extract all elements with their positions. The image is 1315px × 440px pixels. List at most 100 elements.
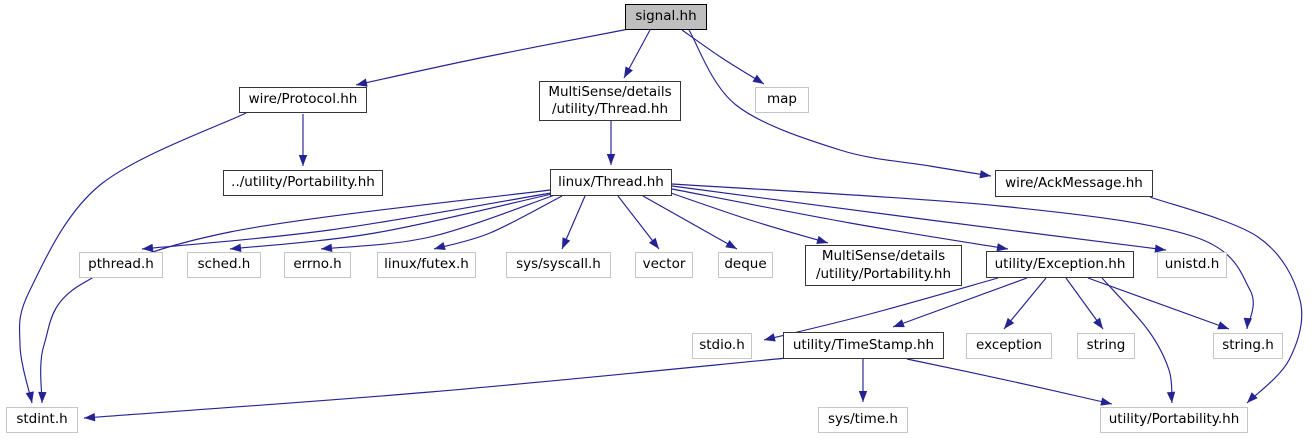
node-string-h: string.h [1213,333,1283,359]
node-timestamp[interactable]: utility/TimeStamp.hh [783,332,944,359]
node-protocol[interactable]: wire/Protocol.hh [239,87,367,113]
node-label: /utility/Portability.hh [815,265,952,282]
node-stdint: stdint.h [6,407,78,433]
node-exception: exception [966,333,1052,359]
edge-linux-thread-to-futex [433,195,563,250]
node-label: unistd.h [1164,256,1220,273]
edge-timestamp-to-util-portability [906,358,1113,405]
arrowhead-ack-to-util-portability [1247,392,1258,403]
arrowhead-exception-hh-to-string-h [1217,321,1229,330]
edge-protocol-to-stdint [18,112,247,404]
node-label: string [1086,337,1126,354]
node-label: stdint.h [16,411,68,428]
node-label: errno.h [293,256,342,273]
edge-signal-to-protocol [355,28,630,86]
arrowhead-linux-thread-to-sched [230,243,242,252]
node-unistd: unistd.h [1157,252,1227,278]
edge-exception-hh-to-util-portability [1101,277,1173,404]
edge-timestamp-to-stdint [83,357,788,419]
node-signal: signal.hh [625,4,707,30]
node-label: MultiSense/details [821,248,946,265]
edge-linux-thread-to-ms-portability [667,191,829,244]
node-pthread: pthread.h [79,252,163,278]
arrowhead-timestamp-to-sys-time [858,391,868,402]
arrowhead-signal-to-ms-thread [624,66,633,78]
edge-linux-thread-to-stdint [40,189,551,404]
node-vector: vector [635,252,693,278]
arrowhead-exception-hh-to-util-portability [1166,391,1176,403]
node-linux-thread[interactable]: linux/Thread.hh [550,169,672,196]
arrowhead-exception-hh-to-timestamp [893,319,905,328]
node-label: string.h [1222,337,1274,354]
edge-exception-hh-to-timestamp [892,277,1028,328]
arrowhead-linux-thread-to-unistd [1154,244,1166,253]
arrowhead-linux-thread-to-string-h [1243,317,1253,329]
edge-linux-thread-to-unistd [671,185,1167,251]
node-syscall: sys/syscall.h [506,252,611,278]
arrowhead-signal-to-ack [979,170,991,179]
node-label: utility/TimeStamp.hh [792,336,935,353]
arrowhead-exception-hh-to-exception [1004,317,1015,329]
edge-linux-thread-to-string-h [671,183,1254,330]
node-util-portability: utility/Portability.hh [1100,407,1248,433]
edge-linux-thread-to-errno [320,194,556,250]
arrowhead-linux-thread-to-vector [648,237,659,249]
node-label: /utility/Thread.hh [551,101,669,117]
edge-signal-to-map [681,29,765,85]
node-label: signal.hh [635,8,697,25]
arrowhead-linux-thread-to-futex [434,241,446,251]
node-label: sys/syscall.h [516,256,601,273]
node-ms-portability[interactable]: MultiSense/details/utility/Portability.h… [805,245,962,286]
edge-linux-thread-to-vector [617,195,660,250]
node-ms-thread[interactable]: MultiSense/details/utility/Thread.hh [539,81,681,121]
edge-linux-thread-to-exception-hh [671,188,1009,250]
node-errno: errno.h [284,252,351,278]
edge-exception-hh-to-exception [1003,277,1047,330]
arrowhead-exception-hh-to-stdio [764,333,776,342]
arrowhead-exception-hh-to-string [1093,317,1103,329]
arrowhead-linux-thread-to-errno [321,243,333,252]
arrowhead-linux-thread-to-syscall [562,237,571,249]
node-sched: sched.h [187,252,261,278]
edge-linux-thread-to-pthread [141,192,552,250]
arrowhead-linux-thread-to-pthread [142,243,154,253]
node-label: utility/Portability.hh [1108,411,1240,428]
node-exception-hh[interactable]: utility/Exception.hh [986,251,1134,278]
node-label: MultiSense/details [548,83,672,100]
arrowhead-protocol-to-rel-portability [298,155,308,166]
node-futex: linux/futex.h [377,252,476,278]
arrowhead-linux-thread-to-stdint [38,391,47,403]
arrowhead-linux-thread-to-deque [725,239,737,249]
arrowhead-timestamp-to-util-portability [1100,397,1112,406]
node-string: string [1077,333,1135,359]
node-ack[interactable]: wire/AckMessage.hh [995,170,1153,197]
arrowhead-linux-thread-to-ms-portability [816,235,828,244]
edge-linux-thread-to-sched [229,193,553,250]
arrowhead-protocol-to-stdint [25,391,34,403]
node-rel-portability[interactable]: ../utility/Portability.hh [223,170,383,196]
node-label: stdio.h [699,337,745,354]
node-deque: deque [718,252,773,278]
arrowhead-ms-thread-to-linux-thread [606,154,616,165]
node-label: pthread.h [88,256,154,273]
node-label: linux/futex.h [384,256,469,273]
node-label: sched.h [197,256,251,273]
node-label: exception [976,337,1042,354]
edge-linux-thread-to-deque [642,195,738,250]
node-label: vector [642,256,686,273]
node-label: utility/Exception.hh [994,255,1126,272]
node-map: map [755,87,809,113]
edge-signal-to-ack [688,29,992,177]
arrowhead-linux-thread-to-exception-hh [996,243,1008,252]
node-label: ../utility/Portability.hh [231,174,375,191]
arrowhead-signal-to-protocol [356,78,368,87]
node-label: sys/time.h [828,411,898,428]
node-sys-time: sys/time.h [818,407,908,433]
edge-exception-hh-to-string-h [1087,277,1230,330]
arrowhead-signal-to-map [752,74,764,84]
node-label: linux/Thread.hh [558,173,664,190]
node-label: deque [724,256,767,273]
edge-exception-hh-to-stdio [763,277,999,341]
